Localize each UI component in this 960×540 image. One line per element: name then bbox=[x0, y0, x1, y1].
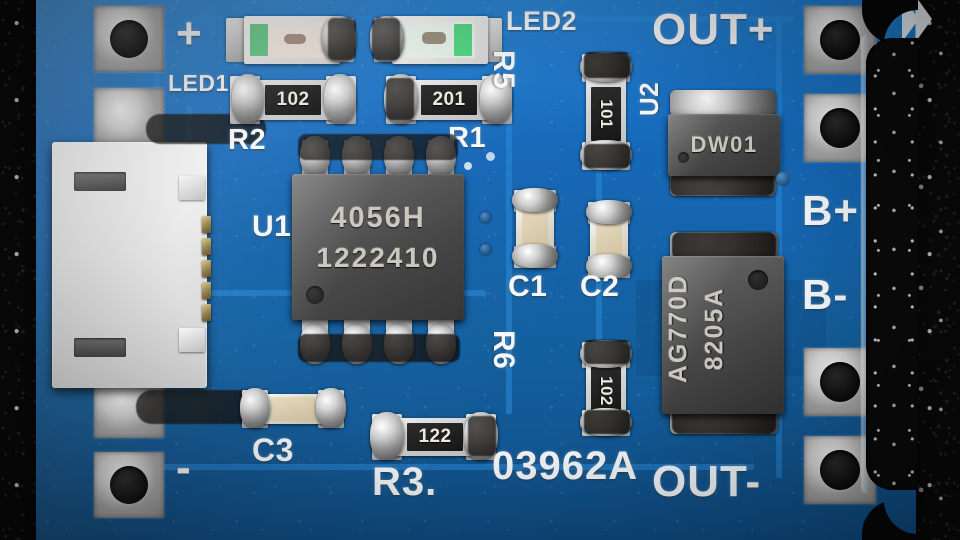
pcb-board: + - LED1 LED2 102 bbox=[36, 0, 916, 540]
u1-flux-bottom bbox=[298, 334, 460, 362]
led2-die-tint bbox=[454, 24, 472, 56]
terminal-hole-out-plus bbox=[820, 20, 860, 60]
r2-solder-left bbox=[232, 74, 264, 124]
mounting-hole-bottom-left bbox=[110, 466, 148, 504]
u2-solder-top bbox=[670, 90, 776, 116]
terminal-hole-b-minus bbox=[820, 362, 860, 402]
r1-solder-right bbox=[480, 74, 512, 124]
usb-latch-slot-top bbox=[74, 172, 126, 191]
led1-grime bbox=[328, 18, 356, 60]
usb-pin-3 bbox=[202, 260, 211, 277]
r3-code: 122 bbox=[418, 425, 452, 447]
usb-pin-5 bbox=[202, 304, 211, 321]
silk-r3: R3. bbox=[372, 460, 438, 504]
r2-body: 102 bbox=[265, 84, 321, 116]
usb-shield-tab-bottom bbox=[179, 328, 205, 352]
ic-u1-tp4056: 4056H 1222410 bbox=[292, 174, 464, 320]
mounting-hole-top-left bbox=[110, 20, 148, 58]
silk-out-minus: OUT- bbox=[652, 457, 762, 506]
trace-bottom-rail bbox=[154, 464, 754, 470]
r2-code: 102 bbox=[276, 88, 310, 110]
usb-pin-1 bbox=[202, 216, 211, 233]
silk-board-id: 03962A bbox=[492, 444, 639, 488]
silk-r5: R5 bbox=[487, 50, 520, 90]
led2-green bbox=[392, 16, 488, 64]
r6-body: 102 bbox=[590, 367, 622, 415]
silk-c1: C1 bbox=[508, 270, 548, 303]
terminal-hole-out-minus bbox=[820, 450, 860, 490]
c2-solder-bottom bbox=[586, 254, 632, 278]
led2-grime bbox=[372, 18, 400, 60]
r6-grime-top bbox=[584, 340, 630, 364]
r1-grime-left bbox=[386, 78, 414, 120]
r5-body: 101 bbox=[590, 87, 622, 141]
u3-flux-top bbox=[672, 232, 776, 260]
silk-b-minus: B- bbox=[802, 271, 849, 318]
silk-out-plus: OUT+ bbox=[652, 5, 775, 54]
silk-led2: LED2 bbox=[506, 6, 578, 36]
r3-solder-left bbox=[370, 412, 404, 460]
micro-usb-connector[interactable] bbox=[52, 142, 207, 388]
r6-code: 102 bbox=[596, 376, 616, 406]
c2-solder-top bbox=[586, 200, 632, 224]
silk-b-plus: B+ bbox=[802, 187, 859, 234]
silk-led1: LED1 bbox=[168, 70, 229, 96]
ic-u2-dw01: DW01 bbox=[668, 114, 780, 176]
u2-via bbox=[776, 172, 790, 186]
r6-grime-bottom bbox=[584, 410, 630, 434]
u2-pin1-dot bbox=[678, 152, 689, 163]
capacitor-c3 bbox=[260, 394, 326, 424]
u3-marking-line2: AG770D bbox=[664, 273, 693, 384]
c1-solder-top bbox=[512, 188, 558, 212]
terminal-hole-b-plus bbox=[820, 108, 860, 148]
mounting-pad-bottom-left bbox=[94, 452, 164, 518]
r1-body: 201 bbox=[421, 84, 477, 116]
silk-c2: C2 bbox=[580, 270, 620, 303]
u3-pin1-dot bbox=[748, 270, 768, 290]
silk-r2: R2 bbox=[228, 124, 267, 156]
u1-pin1-dot bbox=[306, 286, 324, 304]
board-right-notch bbox=[866, 38, 918, 490]
led2-cathode-mark bbox=[422, 32, 446, 44]
silk-u1: U1 bbox=[252, 210, 292, 243]
c3-solder-right bbox=[316, 388, 346, 428]
r5-grime-bottom bbox=[584, 144, 630, 168]
resistor-r1: 201 bbox=[406, 80, 492, 120]
r3-grime-right bbox=[468, 416, 496, 456]
u3-marking-line1: 8205A bbox=[700, 286, 729, 371]
ic-u3-8205a-mosfet: 8205A AG770D bbox=[662, 256, 784, 414]
silk-plus: + bbox=[176, 9, 203, 58]
trace-right-rail bbox=[776, 18, 782, 478]
mounting-pad-top-left bbox=[94, 6, 164, 72]
silk-minus: - bbox=[176, 443, 192, 492]
u1-marking-line1: 4056H bbox=[330, 202, 426, 234]
r5-code: 101 bbox=[596, 99, 616, 129]
usb-shield-tab-top bbox=[179, 176, 205, 200]
u2-marking-line1: DW01 bbox=[690, 132, 758, 157]
c1-solder-bottom bbox=[512, 244, 558, 268]
usb-pin-4 bbox=[202, 282, 211, 299]
silk-u2: U2 bbox=[634, 81, 664, 116]
u1-flux-top bbox=[298, 134, 458, 160]
c3-dielectric bbox=[270, 397, 316, 421]
board-edge-highlight bbox=[861, 34, 868, 494]
r5-grime-top bbox=[584, 52, 630, 78]
led1-anode-mark bbox=[284, 34, 306, 44]
led1-die-tint bbox=[250, 24, 268, 56]
r2-solder-right bbox=[324, 74, 356, 124]
resistor-r2: 102 bbox=[250, 80, 336, 120]
usb-pin-2 bbox=[202, 238, 211, 255]
r1-code: 201 bbox=[432, 88, 466, 110]
resistor-r3: 122 bbox=[392, 418, 478, 456]
silk-r6: R6 bbox=[487, 330, 520, 370]
c3-solder-left bbox=[240, 388, 270, 428]
board-corner-bottom-right bbox=[862, 500, 918, 540]
usb-latch-slot-bottom bbox=[74, 338, 126, 357]
trace-mid-right bbox=[506, 114, 512, 414]
u1-marking-line2: 1222410 bbox=[316, 242, 440, 273]
r3-body: 122 bbox=[407, 422, 463, 452]
u2-flux bbox=[670, 172, 774, 196]
silk-c3: C3 bbox=[252, 432, 294, 468]
